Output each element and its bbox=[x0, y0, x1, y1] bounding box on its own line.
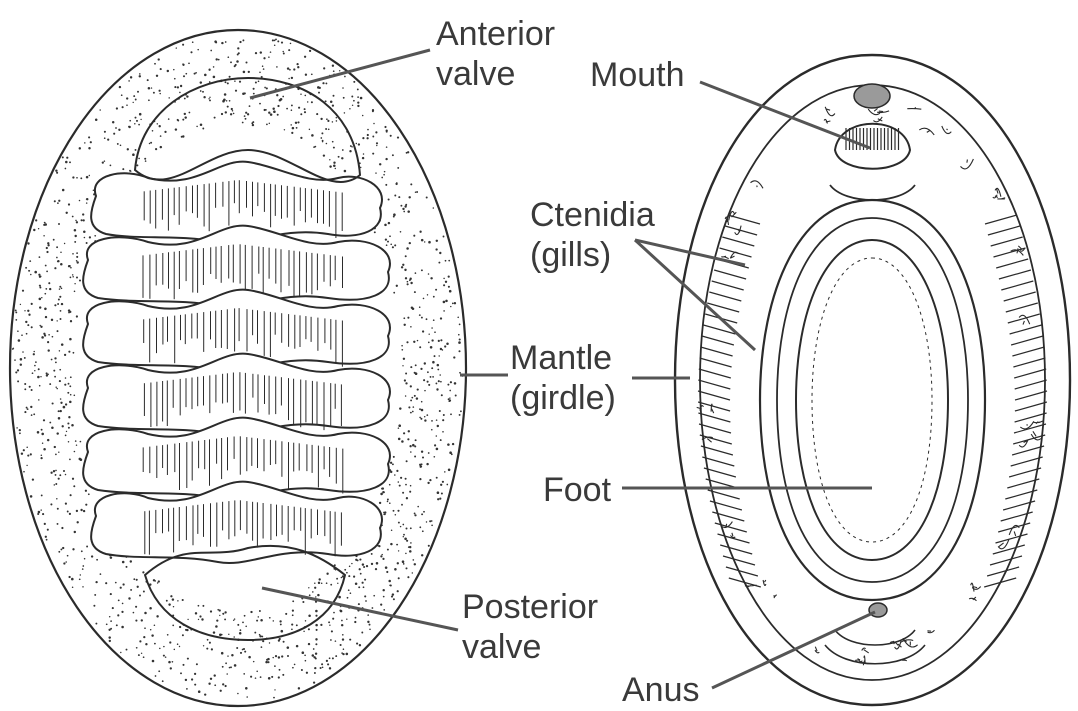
label-anterior-valve-line2: valve bbox=[436, 54, 555, 94]
label-anterior-valve-line1: Anterior bbox=[436, 14, 555, 54]
foot bbox=[796, 240, 948, 560]
ctenidia-gill-rows bbox=[698, 215, 1047, 587]
label-ctenidia-line2: (gills) bbox=[530, 235, 655, 275]
label-ctenidia-line1: Ctenidia bbox=[530, 195, 655, 235]
label-mantle-line2: (girdle) bbox=[510, 378, 616, 418]
label-foot: Foot bbox=[543, 470, 611, 510]
leader-anus bbox=[712, 612, 875, 688]
dorsal-view bbox=[10, 30, 466, 706]
shell-valves bbox=[83, 162, 390, 563]
label-mantle: Mantle (girdle) bbox=[510, 338, 616, 418]
label-mouth: Mouth bbox=[590, 55, 685, 95]
label-posterior-valve: Posterior valve bbox=[462, 587, 598, 667]
foot-sole-texture bbox=[812, 258, 932, 542]
leader-posterior-valve bbox=[262, 588, 458, 630]
label-ctenidia: Ctenidia (gills) bbox=[530, 195, 655, 275]
leader-anterior-valve bbox=[250, 50, 430, 98]
ventral-view bbox=[675, 55, 1070, 705]
mantle-inner-edge bbox=[700, 85, 1045, 680]
foot-rim-outer bbox=[760, 200, 985, 600]
label-mantle-line1: Mantle bbox=[510, 338, 616, 378]
label-anterior-valve: Anterior valve bbox=[436, 14, 555, 94]
label-posterior-valve-line2: valve bbox=[462, 627, 598, 667]
label-anus: Anus bbox=[622, 670, 700, 710]
mouth bbox=[830, 84, 915, 200]
foot-rim-inner bbox=[777, 218, 968, 582]
label-posterior-valve-line1: Posterior bbox=[462, 587, 598, 627]
leader-mouth bbox=[700, 82, 870, 148]
